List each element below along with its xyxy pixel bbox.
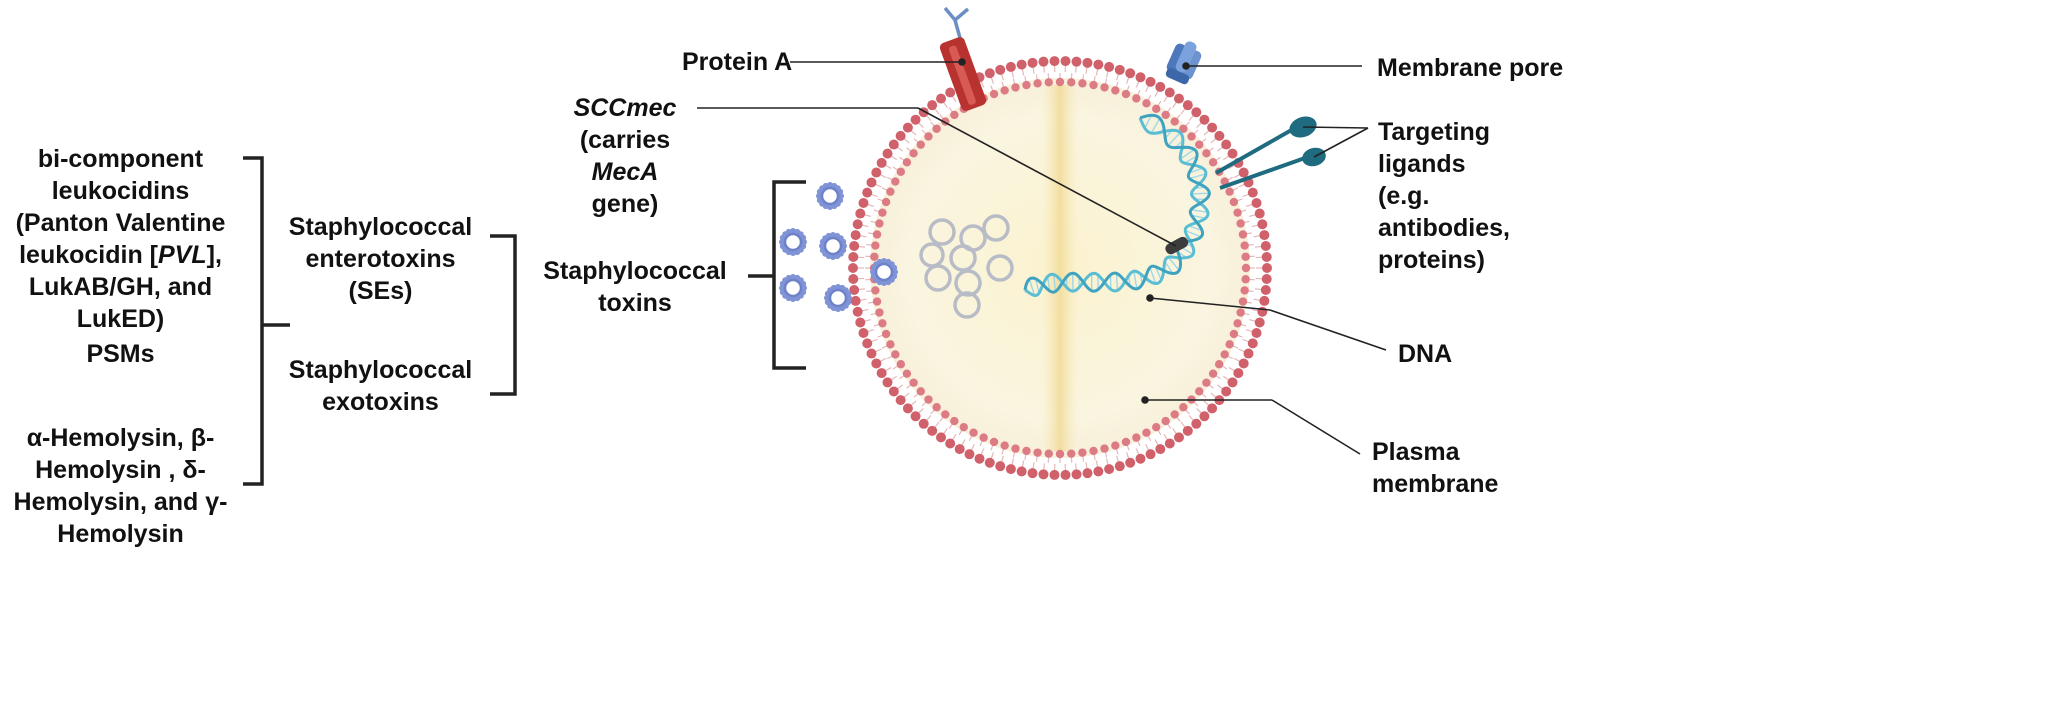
sccmec-cassette	[1165, 236, 1189, 255]
sccmec-line-3: MecA	[591, 158, 659, 186]
bracket-toxins-group	[748, 180, 806, 370]
plasma-line-2: membrane	[1372, 470, 1499, 498]
exotoxins-line-1: Staphylococcal	[288, 356, 473, 384]
leukocidins-line-1: bi-component	[37, 145, 204, 173]
sccmec-line-4: gene)	[591, 190, 659, 218]
sccmec-label: SCCmec (carries MecA gene)	[560, 92, 690, 220]
membrane-pore-shape	[1165, 41, 1202, 85]
leukocidins-label: bi-component leukocidins (Panton Valenti…	[8, 143, 233, 335]
enterotoxins-label: Staphylococcal enterotoxins (SEs)	[283, 211, 478, 307]
toxin-molecules	[779, 182, 898, 312]
intracellular-vesicles	[919, 214, 1014, 319]
dna-helix	[1023, 113, 1211, 298]
staph-toxins-label: Staphylococcal toxins	[530, 255, 740, 319]
leukocidin-text: leukocidin [	[19, 241, 158, 269]
pvl-text: PVL	[158, 241, 207, 269]
enterotoxins-line-2: enterotoxins	[305, 245, 456, 273]
targeting-line-3: (e.g.	[1378, 182, 1430, 210]
leukocidins-line-4: leukocidin [PVL],	[8, 239, 233, 271]
leukocidins-line-3: (Panton Valentine	[15, 209, 226, 237]
staph-toxins-line-1: Staphylococcal	[543, 257, 727, 285]
sccmec-line-2: (carries	[579, 126, 671, 154]
targeting-line-2: ligands	[1378, 150, 1466, 178]
dna-label: DNA	[1398, 340, 1453, 368]
hemolysins-label: α-Hemolysin, β- Hemolysin , δ- Hemolysin…	[8, 422, 233, 550]
pvl-close-text: ],	[206, 241, 222, 269]
enterotoxins-line-1: Staphylococcal	[288, 213, 473, 241]
bracket-middle-group	[490, 234, 517, 396]
exotoxins-label: Staphylococcal exotoxins	[283, 354, 478, 418]
leukocidins-line-5: LukAB/GH, and	[28, 273, 213, 301]
targeting-line-5: proteins)	[1378, 246, 1485, 274]
hemolysins-line-4: Hemolysin	[57, 520, 184, 548]
cell-stripe	[1042, 85, 1078, 451]
membrane-pore-label: Membrane pore	[1377, 54, 1564, 82]
sccmec-line-1: SCCmec	[573, 94, 677, 122]
hemolysins-line-3: Hemolysin, and γ-	[13, 488, 228, 516]
hemolysins-line-1: α-Hemolysin, β-	[26, 424, 215, 452]
targeting-line-4: antibodies,	[1378, 214, 1510, 242]
targeting-line-1: Targeting	[1378, 118, 1491, 146]
protein-a-label: Protein A	[682, 48, 793, 76]
targeting-ligands-label: Targeting ligands (e.g. antibodies, prot…	[1378, 116, 1510, 276]
enterotoxins-line-3: (SEs)	[348, 277, 413, 305]
staph-toxins-line-2: toxins	[598, 289, 672, 317]
leukocidins-line-2: leukocidins	[51, 177, 190, 205]
leukocidins-line-6: LukED)	[76, 305, 165, 333]
plasma-membrane-label: Plasma membrane	[1372, 436, 1498, 500]
protein-a-shape	[939, 6, 987, 111]
plasma-line-1: Plasma	[1372, 438, 1460, 466]
bracket-left-group	[243, 156, 290, 486]
psms-label: PSMs	[86, 340, 155, 368]
leader-lines	[697, 58, 1387, 455]
exotoxins-line-2: exotoxins	[322, 388, 439, 416]
hemolysins-line-2: Hemolysin , δ-	[35, 456, 206, 484]
